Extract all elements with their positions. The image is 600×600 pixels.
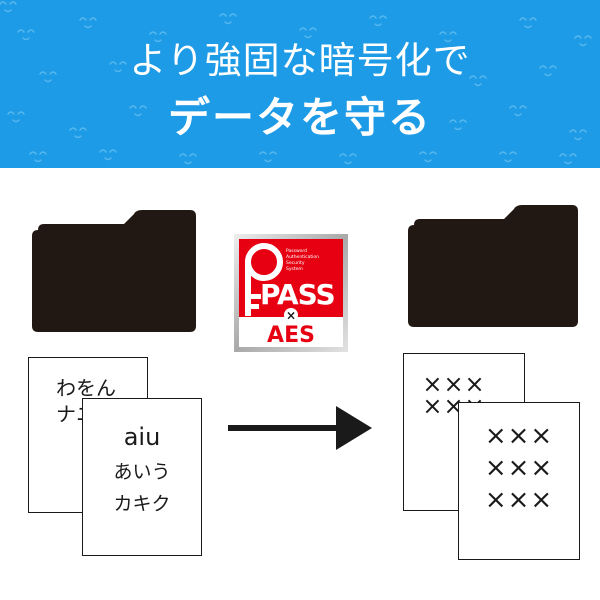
badge-connector: × (286, 309, 296, 323)
face-pattern-background (0, 1, 592, 165)
folder-icon (32, 210, 196, 332)
plain-text-line: わをん (56, 376, 116, 400)
badge-cipher: AES (267, 323, 315, 348)
pass-aes-badge: Password Authentication Security System … (234, 234, 348, 352)
arrow-right-icon (228, 406, 372, 450)
banner-title-line2: データを守る (167, 93, 432, 142)
header-banner: より強固な暗号化で データを守る (0, 0, 600, 168)
badge-line-2: Authentication (286, 254, 319, 260)
plain-text-line: aiu (123, 423, 161, 451)
encrypted-text-line: ××× (484, 421, 554, 451)
folder-icon (408, 205, 578, 327)
encrypted-document-front: ××× ××× ××× (458, 402, 580, 560)
plain-document-front: aiu あいう カキク (82, 398, 202, 556)
encrypted-text-line: ××× (422, 370, 486, 398)
badge-brand: PASS (260, 278, 335, 311)
plain-text-line: カキク (113, 493, 171, 515)
badge-small-text: Password Authentication Security System (286, 248, 319, 272)
badge-line-3: Security (286, 260, 305, 266)
banner-title-line1: より強固な暗号化で (129, 39, 471, 82)
encrypted-text-line: ××× (484, 453, 554, 483)
badge-line-4: System (286, 266, 303, 272)
encrypted-text-line: ××× (484, 485, 554, 515)
plain-text-line: あいう (113, 461, 171, 483)
badge-line-1: Password (286, 248, 307, 254)
